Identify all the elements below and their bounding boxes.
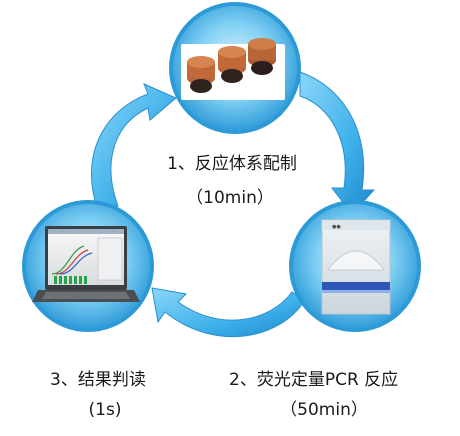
- step1-circle: [169, 2, 301, 134]
- arrow-step1-to-step2: [299, 71, 376, 215]
- step3-title: 结果判读: [77, 370, 146, 390]
- step2-number: 2、: [229, 370, 257, 390]
- step3-number: 3、: [50, 370, 78, 390]
- step2-duration: （50min）: [280, 400, 368, 420]
- step1-title: 反应体系配制: [194, 154, 297, 174]
- pcr-instrument-photo: ●●: [321, 219, 391, 315]
- svg-text:●●: ●●: [332, 224, 341, 230]
- arrow-step3-to-step1: [90, 83, 177, 211]
- step2-title: 荧光定量PCR 反应: [256, 370, 399, 390]
- step2-circle: ●●: [289, 200, 421, 332]
- step3-label: 3、结果判读: [50, 370, 146, 390]
- laptop-result-photo: [32, 226, 140, 302]
- step1-number: 1、: [167, 154, 195, 174]
- step3-duration: (1s): [88, 400, 122, 420]
- step1-label: 1、反应体系配制: [167, 154, 297, 174]
- sample-tubes-photo: [181, 38, 285, 100]
- step2-label: 2、荧光定量PCR 反应: [229, 370, 398, 390]
- step3-circle: [22, 200, 154, 332]
- arrow-step2-to-step3: [151, 287, 306, 338]
- step1-duration: （10min）: [186, 188, 274, 208]
